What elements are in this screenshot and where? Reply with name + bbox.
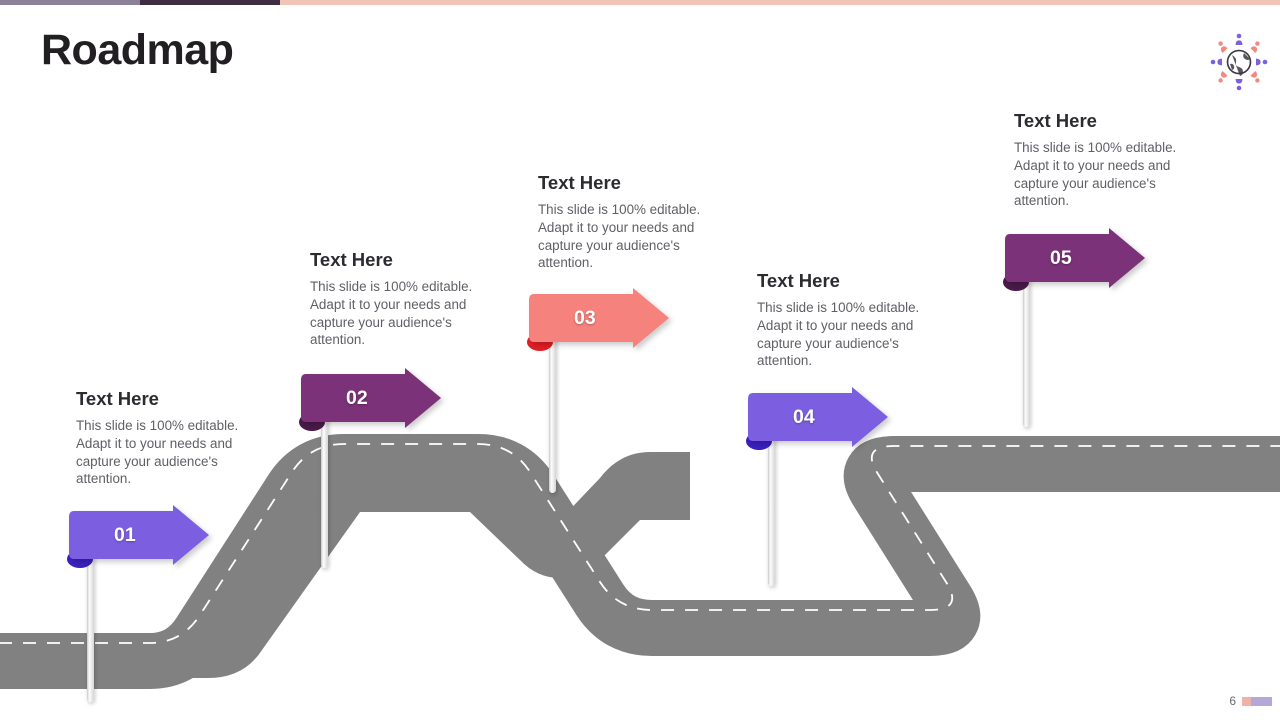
sign-arrow-icon [1003, 228, 1145, 291]
page-accent-blush [1242, 697, 1251, 706]
globe-people-logo-icon [1210, 33, 1268, 91]
milestone-heading: Text Here [310, 249, 393, 270]
milestone-sign-05[interactable]: 05 [1003, 228, 1146, 291]
milestone-sign-03[interactable]: 03 [527, 288, 670, 351]
page-accent-lavender [1251, 697, 1272, 706]
road-band [0, 434, 1280, 689]
milestone-body: This slide is 100% editable. Adapt it to… [538, 202, 701, 271]
globe-people-logo [1206, 29, 1272, 95]
milestone-heading: Text Here [76, 388, 159, 409]
accent-segment-mauve [0, 0, 140, 5]
milestone-body: This slide is 100% editable. Adapt it to… [76, 418, 239, 487]
sign-arrow-icon [527, 288, 669, 351]
pole-02 [321, 383, 328, 568]
milestone-sign-04[interactable]: 04 [746, 387, 889, 450]
milestone-heading: Text Here [1014, 110, 1097, 131]
page-accent-bar [1242, 697, 1272, 706]
sign-arrow-icon [67, 505, 209, 568]
sign-banner [529, 288, 669, 348]
milestone-body: This slide is 100% editable. Adapt it to… [1014, 140, 1177, 209]
milestone-sign-01[interactable]: 01 [67, 505, 210, 568]
accent-segment-dark-plum [140, 0, 280, 5]
pole-05 [1023, 243, 1030, 427]
page-number: 6 [1229, 694, 1236, 708]
sign-poles [87, 243, 1030, 702]
pole-04 [768, 402, 775, 586]
road-dashed-centerline [0, 443, 1280, 644]
milestone-body: This slide is 100% editable. Adapt it to… [310, 279, 473, 348]
page-title: Roadmap [41, 26, 234, 74]
sign-arrow-icon [299, 368, 441, 431]
sign-arrow-icon [746, 387, 888, 450]
milestone-sign-02[interactable]: 02 [299, 368, 442, 431]
sign-banner [1005, 228, 1145, 288]
page-footer: 6 [1192, 694, 1272, 716]
top-accent-bar [0, 0, 1280, 5]
milestone-heading: Text Here [757, 270, 840, 291]
accent-segment-blush [280, 0, 1280, 5]
sign-banner [748, 387, 888, 447]
milestone-heading: Text Here [538, 172, 621, 193]
sign-banner [301, 368, 441, 428]
sign-banner [69, 505, 209, 565]
milestone-body: This slide is 100% editable. Adapt it to… [757, 300, 920, 369]
pole-03 [549, 303, 556, 493]
